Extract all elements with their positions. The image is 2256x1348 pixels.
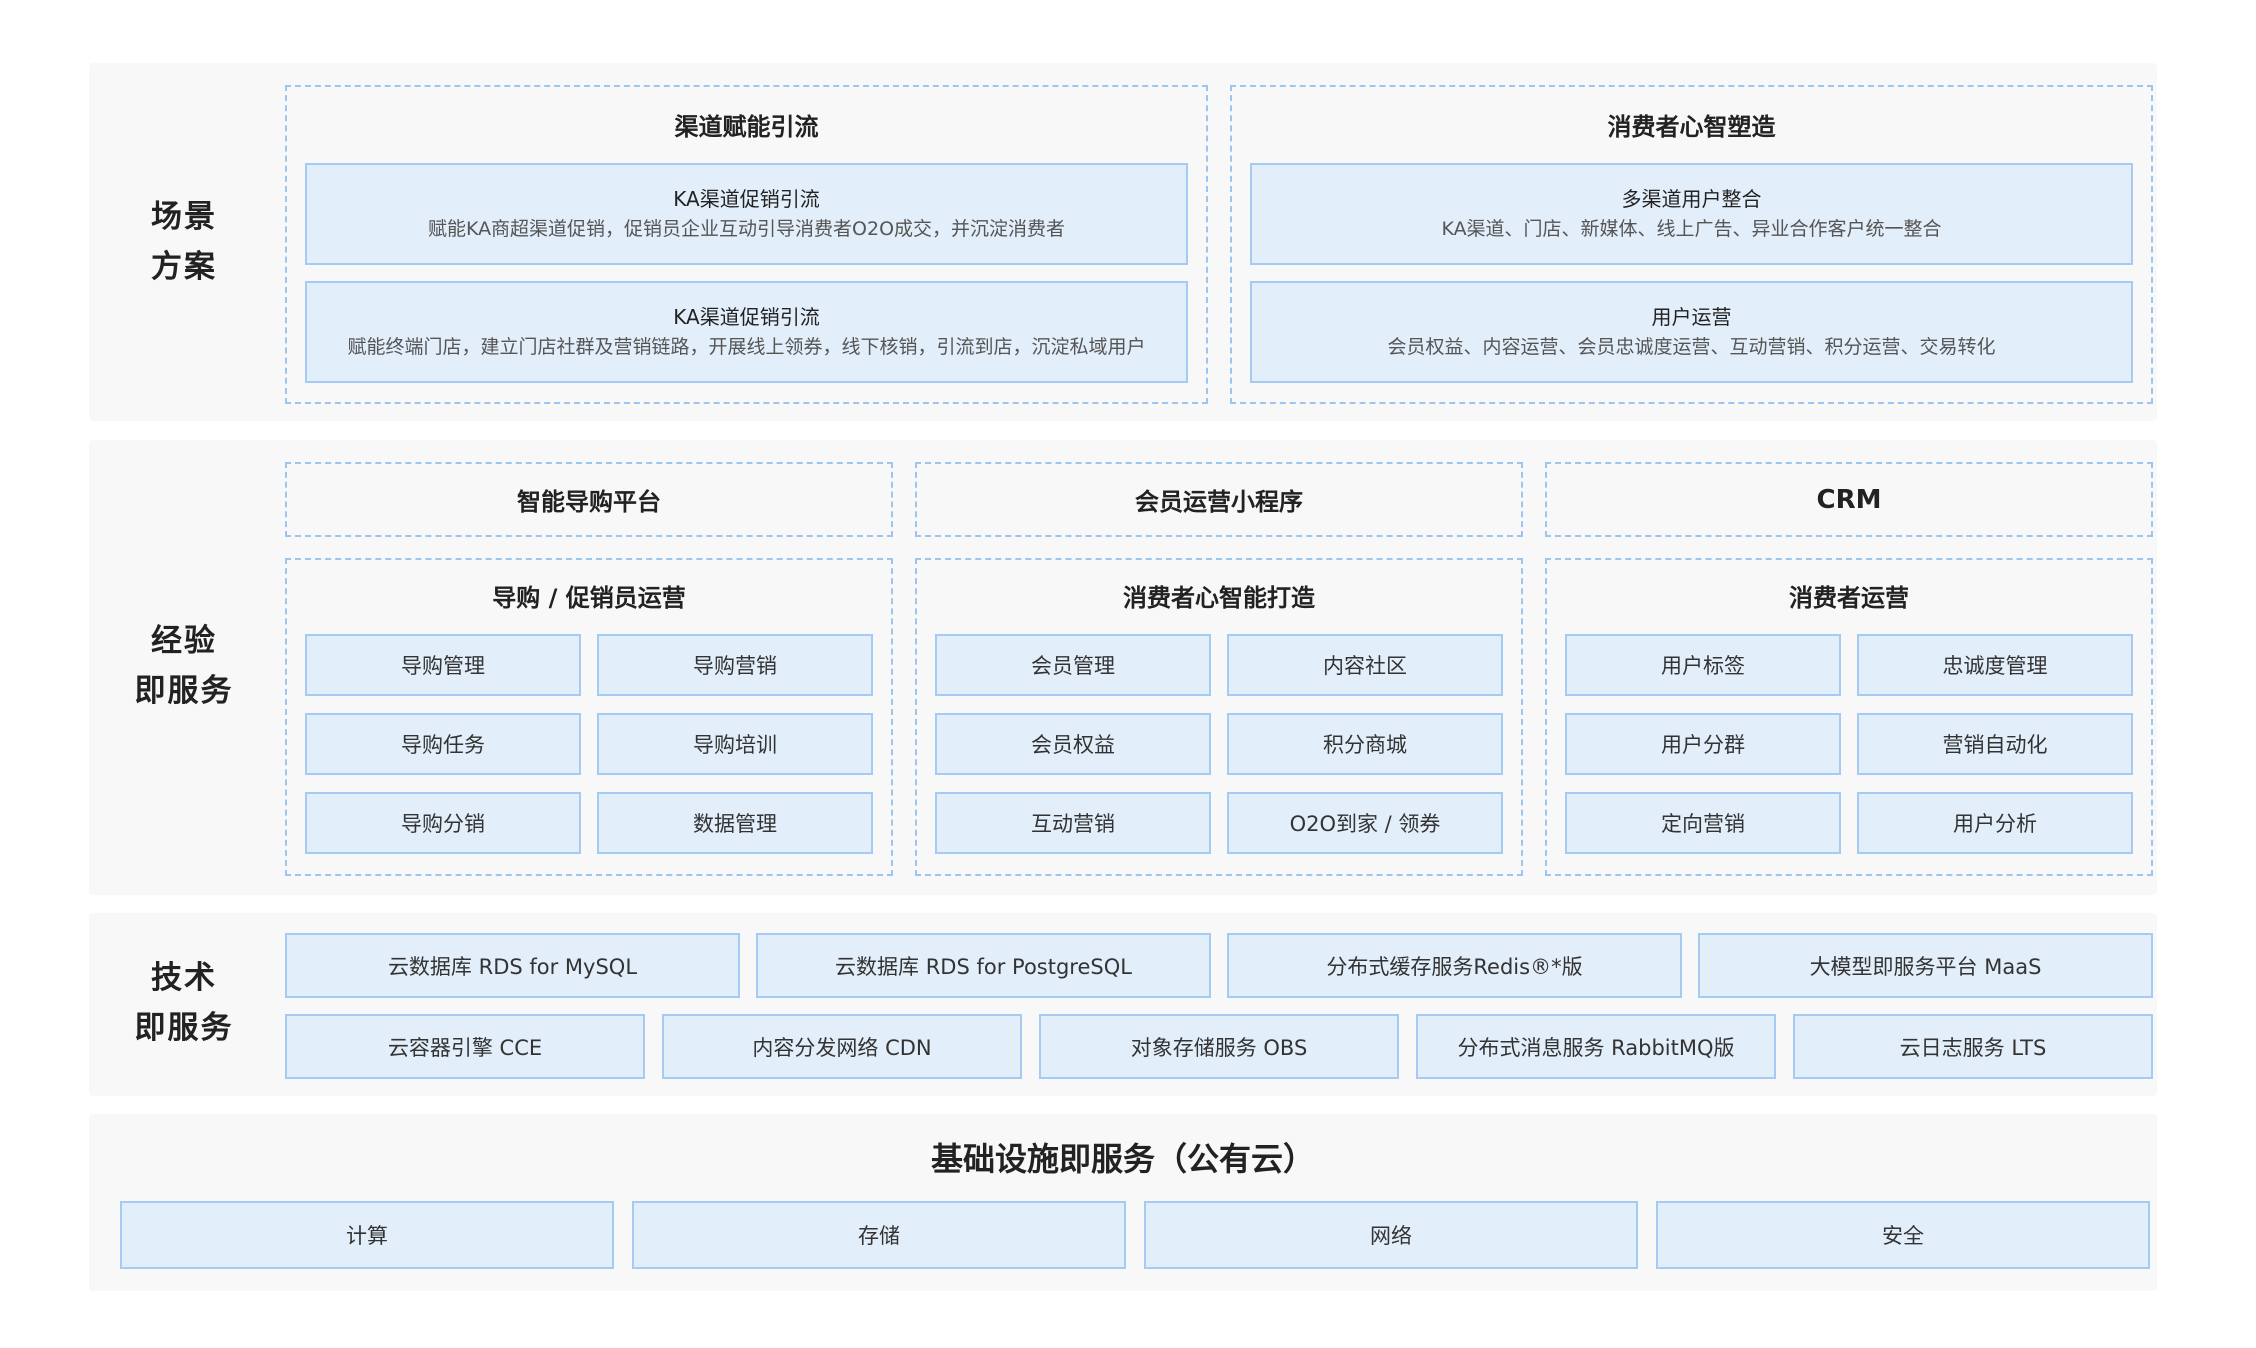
scenario-label: 场景 方案 (151, 199, 217, 285)
experience-group-guide: 导购 / 促销员运营 (285, 558, 893, 876)
tech-service-box: 内容分发网络 CDN (662, 1014, 1022, 1079)
tech-service-box: 对象存储服务 OBS (1039, 1014, 1399, 1079)
tech-band: 技术 即服务 云数据库 RDS for MySQL 云数据库 RDS for P… (89, 913, 2157, 1096)
feature-box: 会员权益 (935, 713, 1211, 775)
experience-band: 经验 即服务 智能导购平台 会员运营小程序 CRM 导购 / 促销员运营 导购管… (89, 440, 2157, 895)
feature-box: 内容社区 (1227, 634, 1503, 696)
tech-service-box: 云日志服务 LTS (1793, 1014, 2153, 1079)
tech-label: 技术 即服务 (134, 960, 234, 1046)
item-title: 多渠道用户整合 (1621, 187, 1762, 211)
group-title: 渠道赋能引流 (674, 113, 819, 141)
infra-security: 安全 (1656, 1201, 2150, 1269)
feature-box: O2O到家 / 领券 (1227, 792, 1503, 854)
infra-compute: 计算 (120, 1201, 614, 1269)
infra-band: 基础设施即服务（公有云） 计算 存储 网络 安全 (89, 1114, 2157, 1291)
feature-box: 导购培训 (597, 713, 873, 775)
feature-box: 互动营销 (935, 792, 1211, 854)
feature-box: 定向营销 (1565, 792, 1841, 854)
feature-box: 用户标签 (1565, 634, 1841, 696)
feature-box: 会员管理 (935, 634, 1211, 696)
infra-network: 网络 (1144, 1201, 1638, 1269)
experience-group-mindset: 消费者心智能打造 (915, 558, 1523, 876)
group-title: 消费者心智能打造 (1123, 584, 1315, 612)
feature-box: 数据管理 (597, 792, 873, 854)
item-desc: 赋能终端门店，建立门店社群及营销链路，开展线上领券，线下核销，引流到店，沉淀私域… (347, 336, 1146, 358)
item-title: KA渠道促销引流 (673, 305, 820, 329)
tech-service-box: 云数据库 RDS for PostgreSQL (756, 933, 1211, 998)
platform-member-miniapp: 会员运营小程序 (915, 462, 1523, 537)
infra-title: 基础设施即服务（公有云） (930, 1140, 1315, 1178)
experience-label: 经验 即服务 (134, 623, 234, 709)
item-desc: 会员权益、内容运营、会员忠诚度运营、互动营销、积分运营、交易转化 (1387, 336, 1996, 358)
item-title: 用户运营 (1651, 305, 1732, 329)
item-desc: 赋能KA商超渠道促销，促销员企业互动引导消费者O2O成交，并沉淀消费者 (427, 218, 1066, 240)
platform-guide: 智能导购平台 (285, 462, 893, 537)
feature-box: 导购任务 (305, 713, 581, 775)
feature-box: 用户分群 (1565, 713, 1841, 775)
group-title: 导购 / 促销员运营 (492, 584, 686, 612)
tech-service-box: 云数据库 RDS for MySQL (285, 933, 740, 998)
scenario-item: 用户运营 会员权益、内容运营、会员忠诚度运营、互动营销、积分运营、交易转化 (1250, 281, 2133, 383)
tech-service-box: 大模型即服务平台 MaaS (1698, 933, 2153, 998)
item-desc: KA渠道、门店、新媒体、线上广告、异业合作客户统一整合 (1441, 218, 1942, 240)
feature-box: 忠诚度管理 (1857, 634, 2133, 696)
infra-storage: 存储 (632, 1201, 1126, 1269)
platform-crm: CRM (1545, 462, 2153, 537)
group-title: 消费者运营 (1789, 584, 1909, 612)
item-title: KA渠道促销引流 (673, 187, 820, 211)
feature-box: 导购管理 (305, 634, 581, 696)
feature-box: 导购营销 (597, 634, 873, 696)
feature-box: 积分商城 (1227, 713, 1503, 775)
feature-box: 用户分析 (1857, 792, 2133, 854)
feature-box: 营销自动化 (1857, 713, 2133, 775)
scenario-item: KA渠道促销引流 赋能终端门店，建立门店社群及营销链路，开展线上领券，线下核销，… (305, 281, 1188, 383)
feature-box: 导购分销 (305, 792, 581, 854)
experience-group-consumer-ops: 消费者运营 (1545, 558, 2153, 876)
scenario-item: KA渠道促销引流 赋能KA商超渠道促销，促销员企业互动引导消费者O2O成交，并沉… (305, 163, 1188, 265)
tech-service-box: 分布式缓存服务Redis®*版 (1227, 933, 1682, 998)
group-title: 消费者心智塑造 (1607, 113, 1776, 141)
scenario-group-consumer: 消费者心智塑造 (1230, 85, 2153, 404)
tech-service-box: 云容器引擎 CCE (285, 1014, 645, 1079)
scenario-group-channel: 渠道赋能引流 (285, 85, 1208, 404)
scenario-band: 场景 方案 渠道赋能引流 KA渠道促销引流 赋能KA商超渠道促销，促销员企业互动… (89, 63, 2157, 421)
scenario-item: 多渠道用户整合 KA渠道、门店、新媒体、线上广告、异业合作客户统一整合 (1250, 163, 2133, 265)
tech-service-box: 分布式消息服务 RabbitMQ版 (1416, 1014, 1776, 1079)
